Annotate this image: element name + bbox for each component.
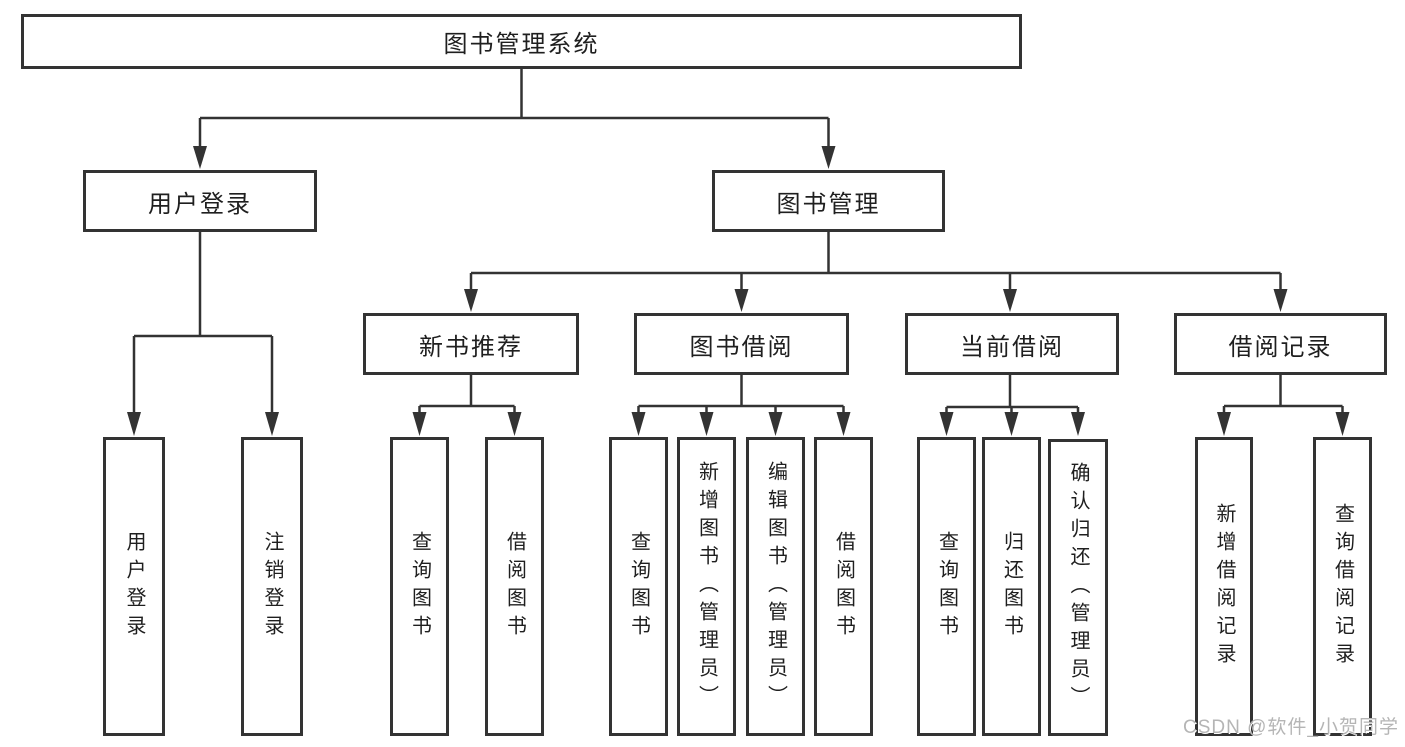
node-leaf-borrow-book-borrow: 借阅图书 xyxy=(814,437,873,736)
connector-paths xyxy=(132,69,1344,416)
leaf-add-borrow-record-label: 新增借阅记录 xyxy=(1213,502,1235,671)
node-new-book-recommend: 新书推荐 xyxy=(363,313,579,375)
node-leaf-user-login: 用户登录 xyxy=(103,437,165,736)
node-leaf-confirm-return-admin: 确认归还（管理员） xyxy=(1048,439,1108,736)
node-leaf-query-book-borrow: 查询图书 xyxy=(609,437,668,736)
leaf-borrow-book-recommend-label: 借阅图书 xyxy=(503,530,526,643)
leaf-borrow-book-borrow-label: 借阅图书 xyxy=(832,530,855,643)
node-book-management: 图书管理 xyxy=(712,170,945,232)
node-leaf-return-book: 归还图书 xyxy=(982,437,1041,736)
connector-arrowheads xyxy=(127,146,1350,436)
leaf-edit-book-admin-label: 编辑图书（管理员） xyxy=(764,460,787,713)
node-leaf-logout: 注销登录 xyxy=(241,437,303,736)
node-leaf-query-book-recommend: 查询图书 xyxy=(390,437,449,736)
node-user-login: 用户登录 xyxy=(83,170,317,232)
node-leaf-add-book-admin: 新增图书（管理员） xyxy=(677,437,736,736)
node-leaf-add-borrow-record: 新增借阅记录 xyxy=(1195,437,1253,736)
node-book-borrow: 图书借阅 xyxy=(634,313,849,375)
node-leaf-edit-book-admin: 编辑图书（管理员） xyxy=(746,437,805,736)
leaf-query-book-borrow-label: 查询图书 xyxy=(627,530,650,643)
node-root: 图书管理系统 xyxy=(21,14,1022,69)
leaf-user-login-label: 用户登录 xyxy=(123,530,145,643)
leaf-add-book-admin-label: 新增图书（管理员） xyxy=(695,460,718,713)
leaf-query-book-recommend-label: 查询图书 xyxy=(408,530,431,643)
leaf-confirm-return-admin-label: 确认归还（管理员） xyxy=(1067,461,1089,714)
node-leaf-query-borrow-record: 查询借阅记录 xyxy=(1313,437,1372,736)
csdn-watermark: CSDN @软件_小贺同学 xyxy=(1183,717,1399,738)
leaf-logout-label: 注销登录 xyxy=(261,530,283,643)
node-leaf-query-book-current: 查询图书 xyxy=(917,437,976,736)
node-leaf-borrow-book-recommend: 借阅图书 xyxy=(485,437,544,736)
leaf-return-book-label: 归还图书 xyxy=(1000,530,1023,643)
node-borrow-records: 借阅记录 xyxy=(1174,313,1387,375)
leaf-query-book-current-label: 查询图书 xyxy=(935,530,958,643)
leaf-query-borrow-record-label: 查询借阅记录 xyxy=(1331,502,1354,671)
node-current-borrow: 当前借阅 xyxy=(905,313,1119,375)
